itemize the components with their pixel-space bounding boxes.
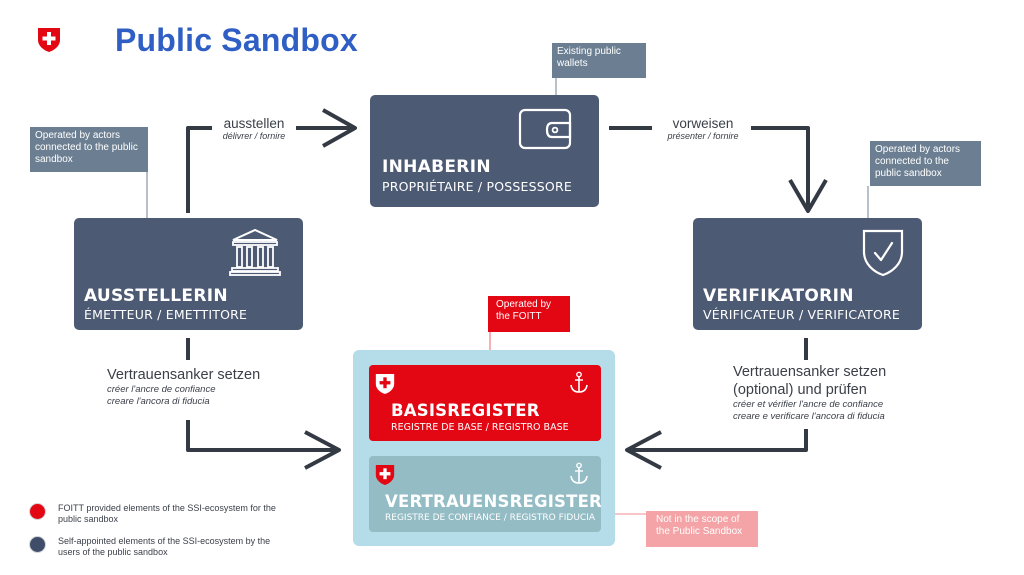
verifier-anchor-main-2: (optional) und prüfen xyxy=(733,382,867,398)
legend-foitt-text: FOITT provided elements of the SSI-ecosy… xyxy=(58,503,276,524)
present-label: vorweisen présenter / fornire xyxy=(655,116,751,150)
issuer-anchor-sub-fr: créer l'ancre de confiance xyxy=(107,384,216,395)
verifier-anchor-line-2 xyxy=(631,428,808,452)
legend-red-dot xyxy=(29,503,46,520)
shield-check-icon xyxy=(862,229,904,277)
holder-sub: PROPRIÉTAIRE / POSSESSORE xyxy=(382,179,572,194)
verifier-anchor-sub-it: creare e verificare l'ancora di fiducia xyxy=(733,411,885,422)
trust-register-name: VERTRAUENSREGISTER xyxy=(385,492,602,511)
verifier-anchor-label: Vertrauensanker setzen (optional) und pr… xyxy=(727,363,925,429)
base-register-sub: REGISTRE DE BASE / REGISTRO BASE xyxy=(391,422,569,433)
issuer-anchor-line-2 xyxy=(186,420,337,452)
swiss-coat-of-arms-icon xyxy=(38,28,60,52)
present-line-2 xyxy=(750,126,810,210)
anchor-icon xyxy=(570,371,588,393)
issuer-sub: ÉMETTEUR / EMETTITORE xyxy=(84,307,248,322)
verifier-box[interactable]: VERIFIKATORIN VÉRIFICATEUR / VERIFICATOR… xyxy=(693,218,922,330)
issuer-anchor-main: Vertrauensanker setzen xyxy=(107,367,261,383)
verifier-anchor-arrowhead xyxy=(625,430,662,470)
holder-note: Existing public wallets xyxy=(552,43,646,78)
issuer-anchor-label: Vertrauensanker setzen créer l'ancre de … xyxy=(100,366,290,420)
present-label-sub: présenter / fornire xyxy=(667,131,739,141)
holder-name: INHABERIN xyxy=(382,157,491,177)
verifier-anchor-sub-fr: créer et vérifier l'ancre de confiance xyxy=(733,399,884,410)
verifier-sub: VÉRIFICATEUR / VERIFICATORE xyxy=(703,307,900,322)
present-label-main: vorweisen xyxy=(672,116,734,131)
issuer-box[interactable]: AUSSTELLERIN ÉMETTEUR / EMETTITORE xyxy=(74,218,303,330)
legend-self-text: Self-appointed elements of the SSI-ecosy… xyxy=(58,536,271,557)
legend-dark-dot xyxy=(29,536,46,553)
present-arrowhead xyxy=(788,178,828,213)
wallet-icon xyxy=(518,108,572,150)
anchor-icon xyxy=(570,462,588,484)
issue-line-1 xyxy=(186,126,218,213)
base-register-box[interactable]: BASISREGISTER REGISTRE DE BASE / REGISTR… xyxy=(369,365,601,441)
verifier-note: Operated by actors connected to the publ… xyxy=(870,141,981,186)
issuer-anchor-sub-it: creare l'ancora di fiducia xyxy=(107,396,210,407)
trust-register-sub: REGISTRE DE CONFIANCE / REGISTRO FIDUCIA xyxy=(385,513,596,523)
swiss-shield-icon xyxy=(375,465,395,485)
out-of-scope-tag: Not in the scope of the Public Sandbox xyxy=(646,511,758,547)
foitt-tag: Operated by the FOITT xyxy=(488,296,570,332)
issue-label: ausstellen délivrer / fornire xyxy=(212,116,296,150)
issue-label-sub: délivrer / fornire xyxy=(222,131,286,141)
registers-panel: BASISREGISTER REGISTRE DE BASE / REGISTR… xyxy=(353,350,615,546)
issue-label-main: ausstellen xyxy=(223,116,285,131)
issuer-anchor-arrowhead xyxy=(304,430,341,470)
verifier-anchor-main-1: Vertrauensanker setzen xyxy=(733,364,887,380)
issuer-name: AUSSTELLERIN xyxy=(84,286,228,306)
page-title: Public Sandbox xyxy=(115,22,358,58)
verifier-name: VERIFIKATORIN xyxy=(703,286,854,306)
issuer-note: Operated by actors connected to the publ… xyxy=(30,127,148,172)
issue-arrowhead xyxy=(322,108,357,148)
swiss-shield-icon xyxy=(375,374,395,394)
building-icon xyxy=(229,228,281,276)
holder-box[interactable]: INHABERIN PROPRIÉTAIRE / POSSESSORE xyxy=(370,95,599,207)
trust-register-box[interactable]: VERTRAUENSREGISTER REGISTRE DE CONFIANCE… xyxy=(369,456,602,532)
base-register-name: BASISREGISTER xyxy=(391,401,540,420)
